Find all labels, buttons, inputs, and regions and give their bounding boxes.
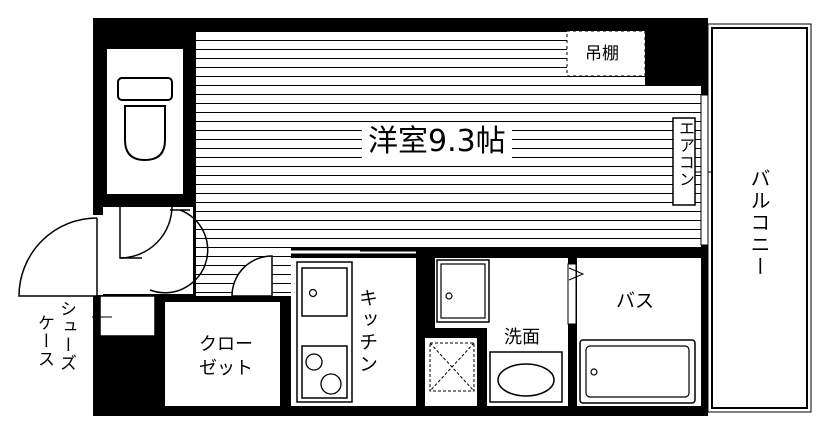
tsuritana-label: 吊棚 bbox=[585, 44, 619, 64]
shoe-case-label-col2: ケース bbox=[34, 314, 54, 368]
washroom-inner-wall-2 bbox=[477, 328, 487, 406]
toilet-bowl bbox=[124, 105, 166, 162]
wall-block bbox=[645, 31, 701, 86]
balcony-outer bbox=[707, 23, 812, 413]
closet bbox=[165, 302, 280, 406]
entry-door bbox=[18, 217, 98, 297]
closet-label-line1: クロー bbox=[199, 334, 253, 355]
burner-1 bbox=[305, 353, 323, 371]
shoe-case bbox=[99, 295, 156, 337]
washroom-inner-wall bbox=[425, 328, 487, 338]
bath-door-frame bbox=[567, 263, 577, 325]
shoe-case-label-col1: シューズ bbox=[56, 300, 76, 372]
washroom-shelf-inner bbox=[440, 263, 486, 319]
entry-opening bbox=[93, 215, 103, 295]
hall-door bbox=[149, 209, 209, 294]
closet-label-line2: ゼット bbox=[199, 358, 253, 379]
tsuritana-box bbox=[566, 30, 646, 77]
washer-block bbox=[425, 258, 435, 338]
bath-label: バス bbox=[616, 290, 655, 312]
balcony bbox=[711, 27, 808, 409]
main-window bbox=[700, 94, 709, 246]
kitchen-sink bbox=[301, 267, 348, 317]
kitchen-label: キッチン bbox=[356, 288, 378, 376]
closet-label: クロー ゼット bbox=[190, 333, 262, 381]
washbasin-bowl bbox=[497, 363, 555, 397]
aircon-unit bbox=[672, 117, 696, 206]
toilet-tank bbox=[117, 77, 173, 101]
washroom-label: 洗面 bbox=[504, 327, 540, 348]
balcony-label: バルコニー bbox=[747, 168, 771, 278]
burner-2 bbox=[320, 373, 342, 395]
bathtub-inner bbox=[585, 345, 690, 398]
aircon-label: エアコン bbox=[676, 120, 695, 188]
main-room-label: 洋室9.3帖 bbox=[362, 124, 512, 160]
closet-door bbox=[231, 255, 273, 297]
